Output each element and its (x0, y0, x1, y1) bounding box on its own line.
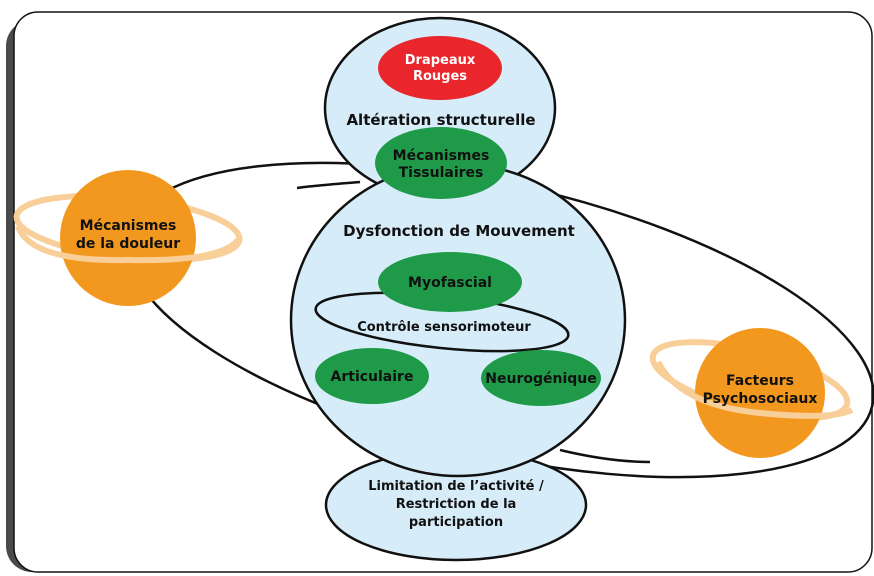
activity-limitation-label-3: participation (409, 515, 503, 530)
psychosocial-planet: Facteurs Psychosociaux (649, 328, 854, 458)
psycho-planet-body (695, 328, 825, 458)
tissue-mechanisms-oval (375, 127, 507, 199)
myofascial-oval (378, 252, 522, 312)
neurogenic-oval (481, 350, 601, 406)
sensorimotor-label: Contrôle sensorimoteur (357, 320, 531, 335)
neurogenic-label: Neurogénique (485, 371, 596, 387)
pain-mechanisms-label-1: Mécanismes (80, 218, 177, 234)
tissue-mechanisms-label-1: Mécanismes (393, 148, 490, 164)
pain-ring-front (15, 224, 241, 264)
psychosocial-label-1: Facteurs (726, 373, 794, 389)
red-flags-label-1: Drapeaux (405, 53, 476, 68)
psycho-ring-front (655, 360, 854, 419)
structural-alteration-label: Altération structurelle (346, 111, 535, 129)
psychosocial-label-2: Psychosociaux (703, 391, 818, 407)
red-flags-oval (378, 36, 502, 100)
red-flags-label-2: Rouges (413, 69, 467, 84)
activity-limitation-label-2: Restriction de la (396, 497, 517, 512)
articular-oval (315, 348, 429, 404)
activity-limitation-label-1: Limitation de l’activité / (368, 479, 544, 494)
orbit-front-left (296, 180, 361, 190)
movement-dysfunction-label: Dysfonction de Mouvement (343, 222, 575, 240)
pain-mechanisms-label-2: de la douleur (76, 236, 180, 252)
pain-planet-body (60, 170, 196, 306)
pain-mechanisms-planet: Mécanismes de la douleur (13, 170, 243, 306)
orbit-front-right (559, 448, 651, 464)
myofascial-label: Myofascial (408, 275, 492, 291)
tissue-mechanisms-label-2: Tissulaires (399, 165, 484, 181)
articular-label: Articulaire (331, 369, 414, 385)
